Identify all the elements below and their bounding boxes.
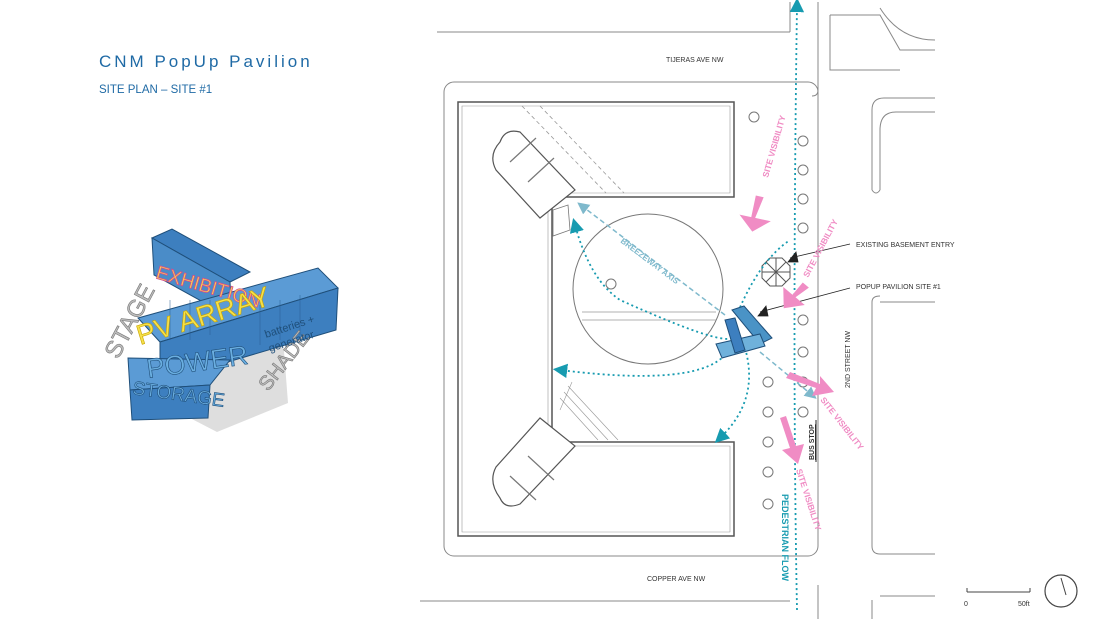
callout-basement-entry: EXISTING BASEMENT ENTRY bbox=[856, 242, 955, 249]
basement-entry-symbol bbox=[761, 257, 791, 287]
street-label-east: 2ND STREET NW bbox=[845, 331, 852, 388]
pedestrian-flow-label: PEDESTRIAN FLOW bbox=[780, 494, 790, 582]
block-outline bbox=[443, 81, 819, 557]
breezeway-axis bbox=[577, 202, 817, 399]
scale-bar: 0 50ft bbox=[964, 588, 1031, 608]
breezeway-axis-label: BREEZEWAY AXIS bbox=[619, 236, 681, 286]
popup-pavilion bbox=[715, 305, 773, 359]
page-subtitle: SITE PLAN – SITE #1 bbox=[99, 84, 213, 96]
bus-stop-marker: BUS STOP bbox=[809, 420, 817, 462]
east-street-geometry bbox=[829, 7, 936, 619]
courtyard-circle bbox=[572, 213, 724, 365]
site-visibility-label-1: SITE VISIBILITY bbox=[760, 114, 787, 179]
scale-start: 0 bbox=[964, 601, 968, 608]
site-visibility-label-4: SITE VISIBILITY bbox=[794, 468, 823, 532]
page-title: CNM PopUp Pavilion bbox=[99, 52, 313, 71]
street-lines bbox=[420, 2, 819, 619]
pedestrian-flow-lines bbox=[552, 0, 805, 611]
bus-stop-label: BUS STOP bbox=[809, 424, 816, 460]
north-arrow-icon bbox=[1044, 574, 1078, 608]
leader-lines bbox=[757, 243, 851, 317]
stair-treads bbox=[559, 381, 619, 441]
stair-tower-north bbox=[492, 130, 576, 219]
site-visibility-arrows bbox=[739, 195, 834, 464]
pavilion-axon-diagram: EXHIBITION PV ARRAY POWER STORAGE STAGE … bbox=[99, 228, 339, 432]
site-visibility-label-3: SITE VISIBILITY bbox=[818, 395, 866, 452]
scale-end: 50ft bbox=[1018, 601, 1030, 608]
street-label-north: TIJERAS AVE NW bbox=[666, 57, 724, 64]
callout-pavilion-site: POPUP PAVILION SITE #1 bbox=[856, 284, 941, 291]
stair-tower-south bbox=[492, 417, 576, 507]
street-label-south: COPPER AVE NW bbox=[647, 576, 706, 583]
street-trees bbox=[748, 111, 809, 510]
